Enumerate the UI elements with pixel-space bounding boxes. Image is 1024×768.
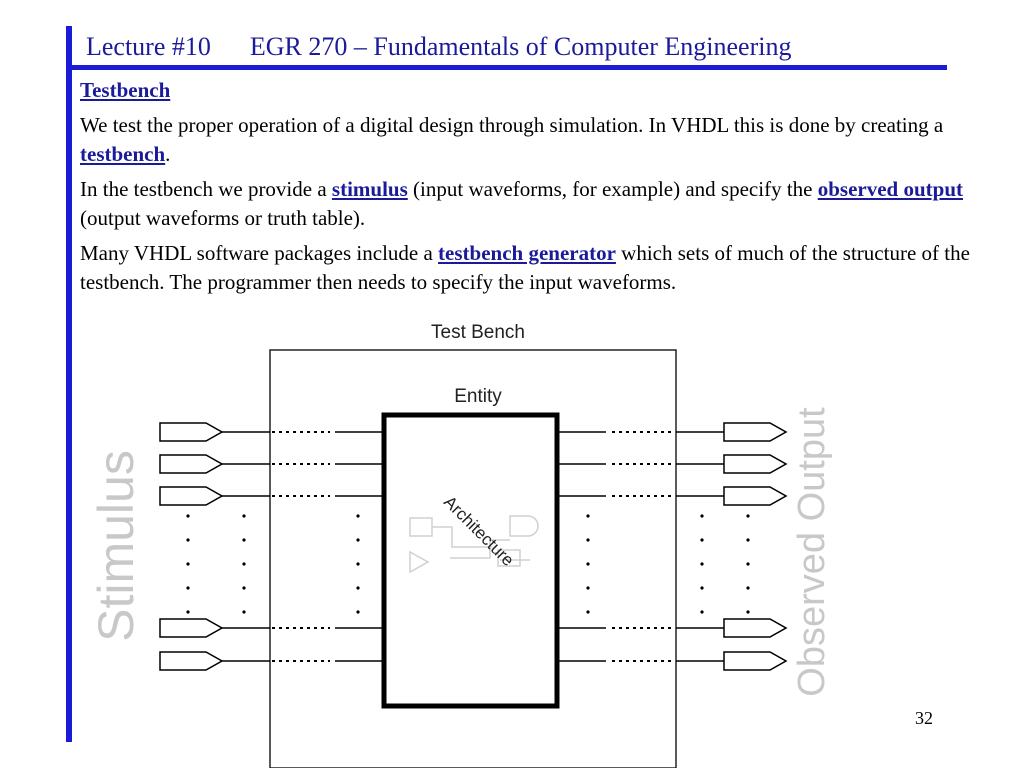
ellipsis-dot xyxy=(700,562,704,566)
ellipsis-dot xyxy=(586,610,590,614)
paragraph-text: Many VHDL software packages include a xyxy=(80,241,439,265)
ellipsis-dot xyxy=(356,562,360,566)
architecture-gates-graphic xyxy=(409,515,539,574)
slide-body: Testbench We test the proper operation o… xyxy=(80,76,1015,303)
paragraph-text: . xyxy=(165,142,171,166)
ellipsis-dot xyxy=(242,562,246,566)
term-observed-output: observed output xyxy=(817,177,964,201)
term-stimulus: stimulus xyxy=(331,177,408,201)
paragraph-text: In the testbench we provide a xyxy=(80,177,332,201)
ellipsis-dot xyxy=(586,514,590,518)
ellipsis-dot xyxy=(700,538,704,542)
section-heading: Testbench xyxy=(80,78,171,102)
paragraph-stimulus: In the testbench we provide a stimulus (… xyxy=(80,175,1015,233)
ellipsis-dot xyxy=(186,514,190,518)
term-testbench: testbench xyxy=(80,142,166,166)
paragraph-text: (input waveforms, for example) and speci… xyxy=(407,177,818,201)
ellipsis-dot xyxy=(242,610,246,614)
stimulus-pin xyxy=(159,454,224,474)
title-underline xyxy=(72,65,947,70)
paragraph-text: We test the proper operation of a digita… xyxy=(80,113,944,137)
entity-label: Entity xyxy=(454,386,502,407)
ellipsis-dot xyxy=(746,514,750,518)
ellipsis-dot xyxy=(186,562,190,566)
ellipsis-dot xyxy=(186,586,190,590)
ellipsis-dot xyxy=(356,514,360,518)
ellipsis-dot xyxy=(700,586,704,590)
lecture-number: Lecture #10 xyxy=(86,32,211,61)
observed-output-pin xyxy=(723,422,788,442)
ellipsis-dot xyxy=(242,586,246,590)
observed-output-pin xyxy=(723,651,788,671)
ellipsis-dot xyxy=(356,586,360,590)
stimulus-pin xyxy=(159,486,224,506)
ellipsis-dot xyxy=(186,610,190,614)
term-testbench-generator: testbench generator xyxy=(438,241,616,265)
signal-lines xyxy=(159,422,788,671)
ellipsis-dot xyxy=(586,538,590,542)
left-accent-bar xyxy=(66,26,72,742)
paragraph-simulation: We test the proper operation of a digita… xyxy=(80,111,1015,169)
stimulus-pin xyxy=(159,651,224,671)
ellipsis-dot xyxy=(356,538,360,542)
ellipsis-dot xyxy=(700,514,704,518)
ellipsis-dot xyxy=(746,538,750,542)
ellipsis-dot xyxy=(586,562,590,566)
ellipsis-dot xyxy=(242,538,246,542)
observed-output-label: Observed Output xyxy=(791,407,833,697)
page-number: 32 xyxy=(915,708,933,728)
stimulus-label: Stimulus xyxy=(88,450,144,642)
observed-output-pin xyxy=(723,454,788,474)
ellipsis-dot xyxy=(186,538,190,542)
paragraph-text: which sets of much of the structure of t… xyxy=(80,241,970,294)
slide-title: Lecture #10 EGR 270 – Fundamentals of Co… xyxy=(86,32,791,62)
course-title: EGR 270 – Fundamentals of Computer Engin… xyxy=(249,32,792,61)
ellipsis-dot xyxy=(746,562,750,566)
test-bench-label: Test Bench xyxy=(431,322,525,343)
ellipsis-dot xyxy=(746,586,750,590)
stimulus-pin xyxy=(159,422,224,442)
ellipsis-dot xyxy=(356,610,360,614)
stimulus-pin xyxy=(159,618,224,638)
paragraph-text: (output waveforms or truth table). xyxy=(80,206,366,230)
ellipsis-dot xyxy=(746,610,750,614)
ellipsis-dot xyxy=(242,514,246,518)
paragraph-generator: Many VHDL software packages include a te… xyxy=(80,239,1015,297)
ellipsis-dot xyxy=(700,610,704,614)
observed-output-pin xyxy=(723,486,788,506)
ellipsis-dot xyxy=(586,586,590,590)
observed-output-pin xyxy=(723,618,788,638)
